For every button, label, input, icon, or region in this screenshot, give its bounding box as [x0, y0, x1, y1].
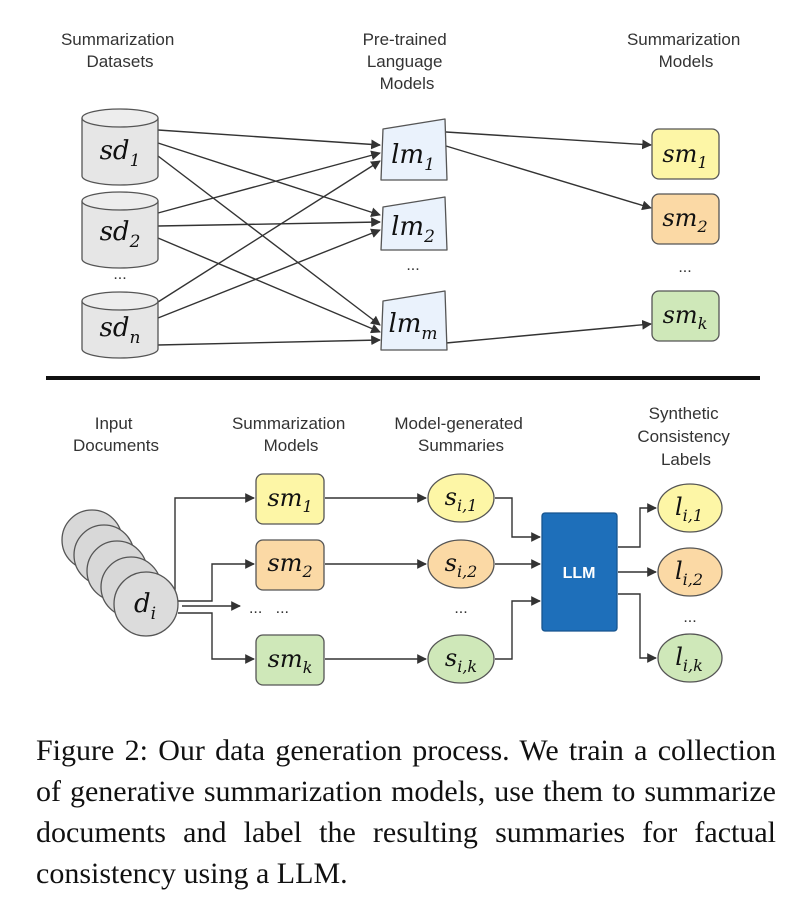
- bottom-sm-2: sm2: [255, 539, 325, 591]
- bottom-edges: [174, 493, 657, 664]
- label-l-i2: li,2: [657, 547, 723, 597]
- datasets-ellipsis: ...: [113, 266, 126, 283]
- top-sm-2: sm2: [651, 193, 720, 245]
- dataset-sd-2: sd2: [81, 191, 159, 269]
- figure-diagram: Summarization Datasets Pre-trained Langu…: [46, 30, 760, 686]
- lms-ellipsis: ...: [406, 257, 419, 274]
- lm-2-label: lm2: [391, 212, 435, 247]
- summary-s-ik-label: si,k: [445, 644, 477, 676]
- figure-caption: Figure 2: Our data generation process. W…: [36, 734, 776, 890]
- top-sms-ellipsis: ...: [678, 259, 691, 276]
- header-summarization-models-bottom: Summarization Models: [232, 414, 350, 455]
- summary-s-i2: si,2: [427, 539, 495, 589]
- document-di-label: di: [134, 589, 156, 624]
- input-documents-stack: di: [61, 509, 179, 637]
- header-synthetic-consistency-labels: Synthetic Consistency Labels: [637, 404, 734, 469]
- lm-1-label: lm1: [391, 140, 435, 175]
- top-sm-k: smk: [651, 290, 720, 342]
- header-model-generated-summaries: Model-generated Summaries: [394, 414, 527, 455]
- label-l-i1: li,1: [657, 483, 723, 533]
- bottom-sm-1-label: sm1: [267, 484, 312, 516]
- header-summarization-datasets: Summarization Datasets: [61, 30, 179, 71]
- top-sm-k-label: smk: [663, 301, 708, 333]
- header-input-documents: Input Documents: [73, 414, 159, 455]
- summary-s-i2-label: si,2: [445, 549, 478, 581]
- header-pretrained-language-models: Pre-trained Language Models: [363, 30, 452, 93]
- bottom-sm-k: smk: [255, 634, 325, 686]
- header-summarization-models-top: Summarization Models: [627, 30, 745, 71]
- lm-m-label: lmm: [388, 309, 437, 344]
- top-sm-1-label: sm1: [662, 140, 707, 172]
- llm-label: LLM: [563, 565, 596, 582]
- lm-m: lmm: [380, 290, 448, 351]
- summary-s-i1: si,1: [427, 473, 495, 523]
- dataset-sd-2-label: sd2: [100, 217, 141, 252]
- summaries-ellipsis: ...: [454, 600, 467, 617]
- label-l-i1-label: li,1: [675, 493, 703, 525]
- dataset-sd-1: sd1: [81, 108, 159, 186]
- top-sm-1: sm1: [651, 128, 720, 180]
- summary-s-i1-label: si,1: [445, 483, 478, 515]
- label-l-ik: li,k: [657, 633, 723, 683]
- dataset-sd-n-label: sdn: [100, 313, 141, 348]
- top-sm-2-label: sm2: [662, 204, 707, 236]
- labels-ellipsis: ...: [683, 609, 696, 626]
- bottom-sm-1: sm1: [255, 473, 325, 525]
- label-l-i2-label: li,2: [675, 557, 703, 589]
- bottom-sm-2-label: sm2: [267, 549, 312, 581]
- bottom-sm-k-label: smk: [268, 645, 313, 677]
- lm-2: lm2: [380, 196, 448, 251]
- summary-s-ik: si,k: [427, 634, 495, 684]
- bottom-doc-ellipsis: ... ...: [249, 600, 289, 617]
- dataset-sd-1-label: sd1: [100, 136, 141, 171]
- llm-box: LLM: [541, 512, 618, 632]
- label-l-ik-label: li,k: [675, 643, 703, 675]
- top-edges: [157, 129, 652, 346]
- dataset-sd-n: sdn: [81, 291, 159, 359]
- lm-1: lm1: [380, 118, 448, 181]
